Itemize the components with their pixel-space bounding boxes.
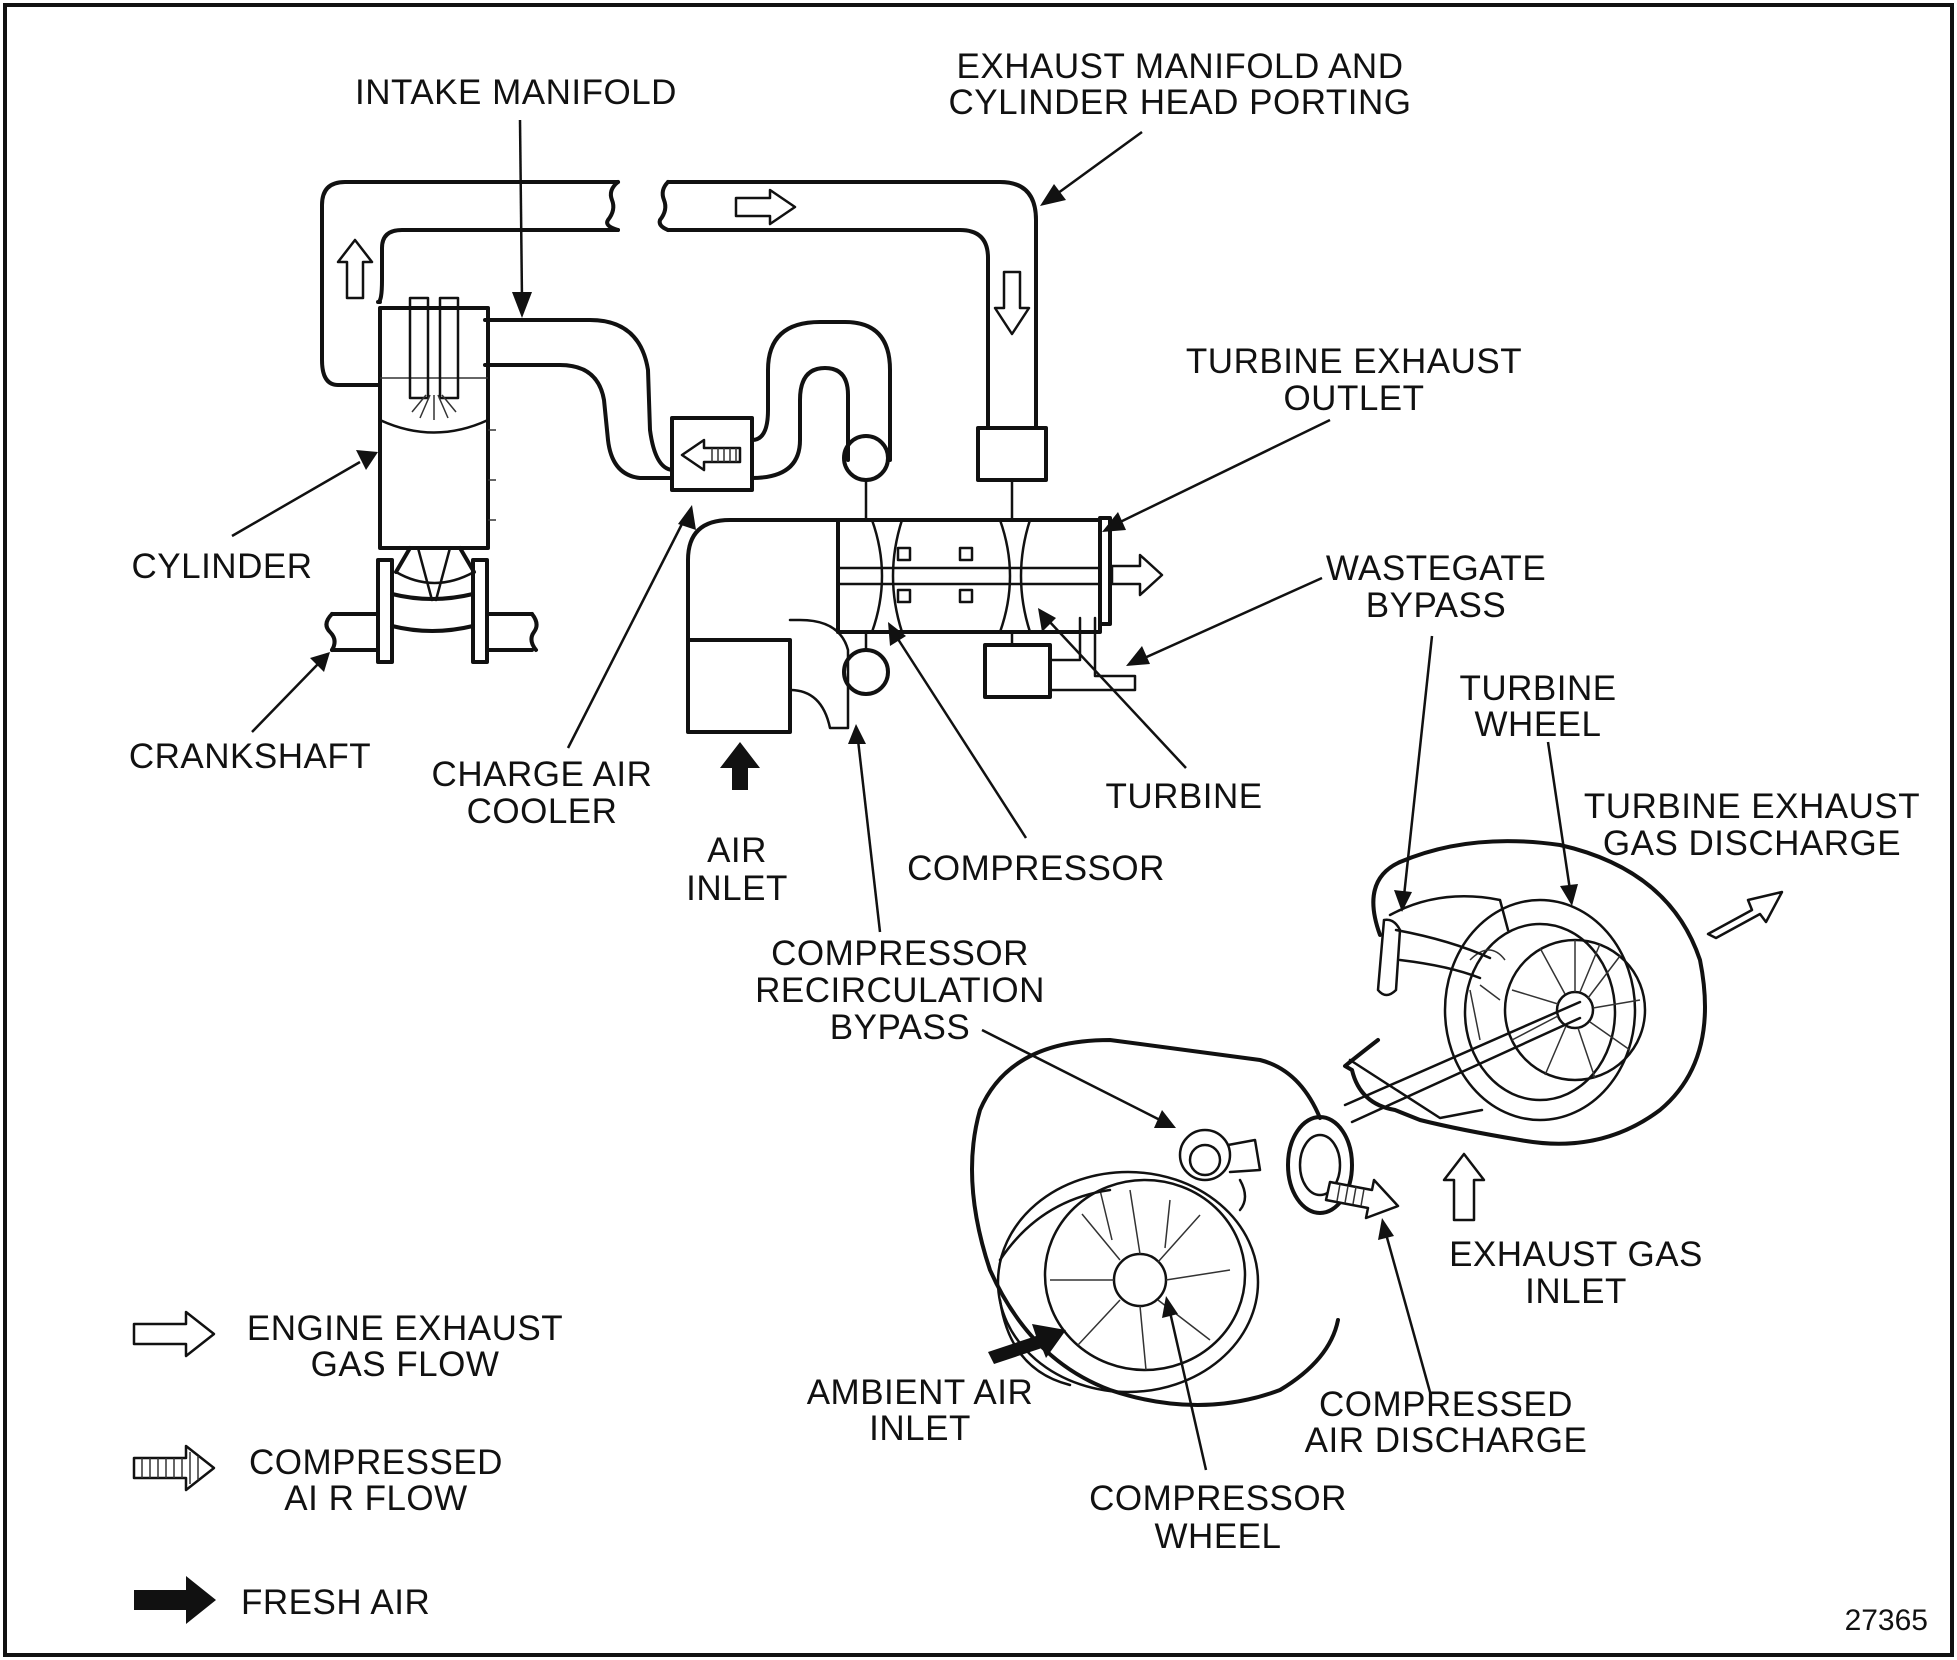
crankshaft: [324, 558, 539, 664]
exhaust-arrow-gas-inlet: [1442, 1152, 1486, 1222]
compressor-housing: [970, 1038, 1354, 1407]
exhaust-arrow-up: [336, 238, 374, 300]
turbine-housing: [1343, 839, 1707, 1146]
exhaust-arrow-outlet: [1110, 553, 1164, 597]
legend-compressed-air-line1: COMPRESSED: [249, 1443, 503, 1482]
legend-fresh-air-arrow: [134, 1576, 216, 1624]
charge-air-pipe: [483, 318, 892, 492]
intake-manifold-pipe: [320, 180, 620, 387]
label-compressor-wheel-line2: WHEEL: [1155, 1517, 1282, 1556]
label-compressor: COMPRESSOR: [907, 849, 1165, 888]
legend-compressed-arrow: [132, 1444, 216, 1492]
label-charge-air-cooler-line2: COOLER: [467, 792, 618, 831]
label-compressed-air-discharge-line2: AIR DISCHARGE: [1305, 1421, 1588, 1460]
label-turbine-wheel-line1: TURBINE: [1459, 669, 1616, 708]
label-wastegate-line2: BYPASS: [1366, 586, 1506, 625]
label-exhaust-gas-inlet-line2: INLET: [1525, 1272, 1627, 1311]
fresh-air-arrow-ambient: [988, 1324, 1066, 1364]
cylinder: [378, 296, 496, 602]
label-recirc-line3: BYPASS: [830, 1008, 970, 1047]
label-recirc-line1: COMPRESSOR: [771, 934, 1029, 973]
turbo-schematic: [686, 426, 1137, 734]
label-turbine-exhaust-outlet-line1: TURBINE EXHAUST: [1186, 342, 1522, 381]
label-exhaust-gas-inlet-line1: EXHAUST GAS: [1449, 1235, 1703, 1274]
label-exhaust-manifold-line1: EXHAUST MANIFOLD AND: [957, 47, 1404, 86]
label-turbine-exhaust-gas-line2: GAS DISCHARGE: [1603, 824, 1901, 863]
label-wastegate-line1: WASTEGATE: [1326, 549, 1546, 588]
legend-compressed-air-line2: AI R FLOW: [284, 1479, 467, 1518]
legend-engine-exhaust-line2: GAS FLOW: [311, 1345, 500, 1384]
label-intake-manifold: INTAKE MANIFOLD: [355, 73, 677, 112]
figure-border: [3, 3, 1954, 1657]
label-cylinder: CYLINDER: [132, 547, 313, 586]
label-air-inlet-line2: INLET: [686, 869, 788, 908]
exhaust-arrow-discharge: [1706, 890, 1784, 940]
compressed-air-arrow-discharge: [1324, 1178, 1400, 1220]
compressed-air-arrow-cooler: [680, 438, 742, 472]
compressor-wheel: [996, 1170, 1260, 1394]
label-turbine: TURBINE: [1105, 777, 1262, 816]
label-turbine-wheel-line2: WHEEL: [1475, 705, 1602, 744]
label-compressor-wheel-line1: COMPRESSOR: [1089, 1479, 1347, 1518]
label-recirc-line2: RECIRCULATION: [755, 971, 1045, 1010]
label-air-inlet-line1: AIR: [707, 831, 767, 870]
exhaust-flow-arrows: [336, 188, 1164, 597]
shaft: [1343, 1000, 1582, 1124]
label-turbine-exhaust-gas-line1: TURBINE EXHAUST: [1584, 787, 1920, 826]
legend: [132, 1310, 216, 1624]
label-turbine-exhaust-outlet-line2: OUTLET: [1283, 379, 1424, 418]
label-crankshaft: CRANKSHAFT: [129, 737, 371, 776]
legend-exhaust-arrow: [132, 1310, 216, 1358]
figure-number: 27365: [1845, 1604, 1928, 1637]
label-ambient-air-line2: INLET: [869, 1409, 971, 1448]
exhaust-manifold-pipe: [657, 180, 1038, 430]
label-exhaust-manifold-line2: CYLINDER HEAD PORTING: [949, 83, 1412, 122]
text-labels: INTAKE MANIFOLD EXHAUST MANIFOLD AND CYL…: [129, 47, 1928, 1637]
label-compressed-air-discharge-line1: COMPRESSED: [1319, 1385, 1573, 1424]
fresh-air-arrow-inlet: [720, 742, 760, 790]
legend-fresh-air: FRESH AIR: [241, 1583, 430, 1622]
exhaust-arrow-down: [993, 270, 1031, 336]
leader-lines: [231, 119, 1578, 1471]
exhaust-arrow-right: [734, 188, 797, 226]
label-ambient-air-line1: AMBIENT AIR: [807, 1373, 1034, 1412]
turbine-wheel: [1503, 938, 1647, 1082]
legend-engine-exhaust-line1: ENGINE EXHAUST: [247, 1309, 563, 1348]
label-charge-air-cooler-line1: CHARGE AIR: [432, 755, 653, 794]
